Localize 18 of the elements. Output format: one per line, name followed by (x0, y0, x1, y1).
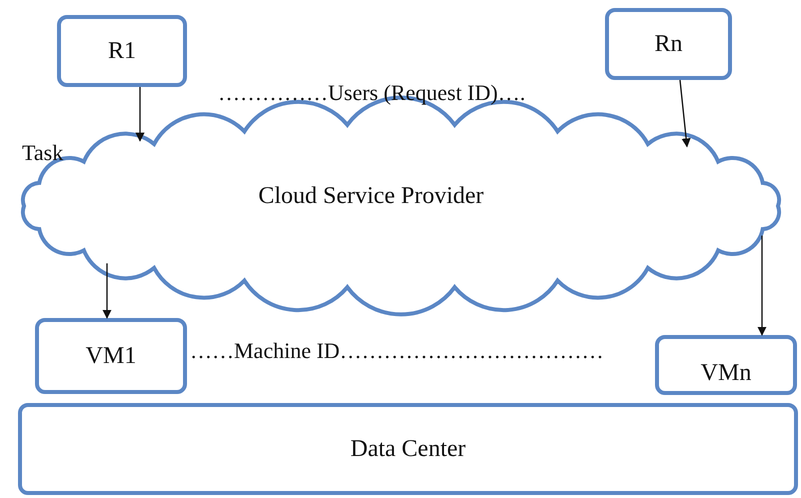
request-box (57, 15, 187, 87)
users-label: ……………Users (Request ID)…. (218, 80, 526, 106)
arrow (757, 236, 767, 336)
node-label: VMn (700, 360, 752, 386)
node-label: Data Center (350, 436, 466, 462)
machine-box (35, 318, 187, 394)
node-label: R1 (108, 38, 136, 64)
data-center-box (18, 403, 798, 495)
machine-box (655, 335, 797, 395)
task-label: Task (22, 140, 64, 166)
request-box (605, 8, 732, 80)
cloud-label: Cloud Service Provider (258, 182, 484, 210)
arrow (102, 263, 112, 319)
arrow (679, 80, 691, 148)
machine-id-label: ……Machine ID……………………………… (190, 338, 604, 364)
node-label: Rn (654, 30, 682, 58)
arrow (135, 87, 145, 142)
node-label: VM1 (86, 342, 136, 370)
